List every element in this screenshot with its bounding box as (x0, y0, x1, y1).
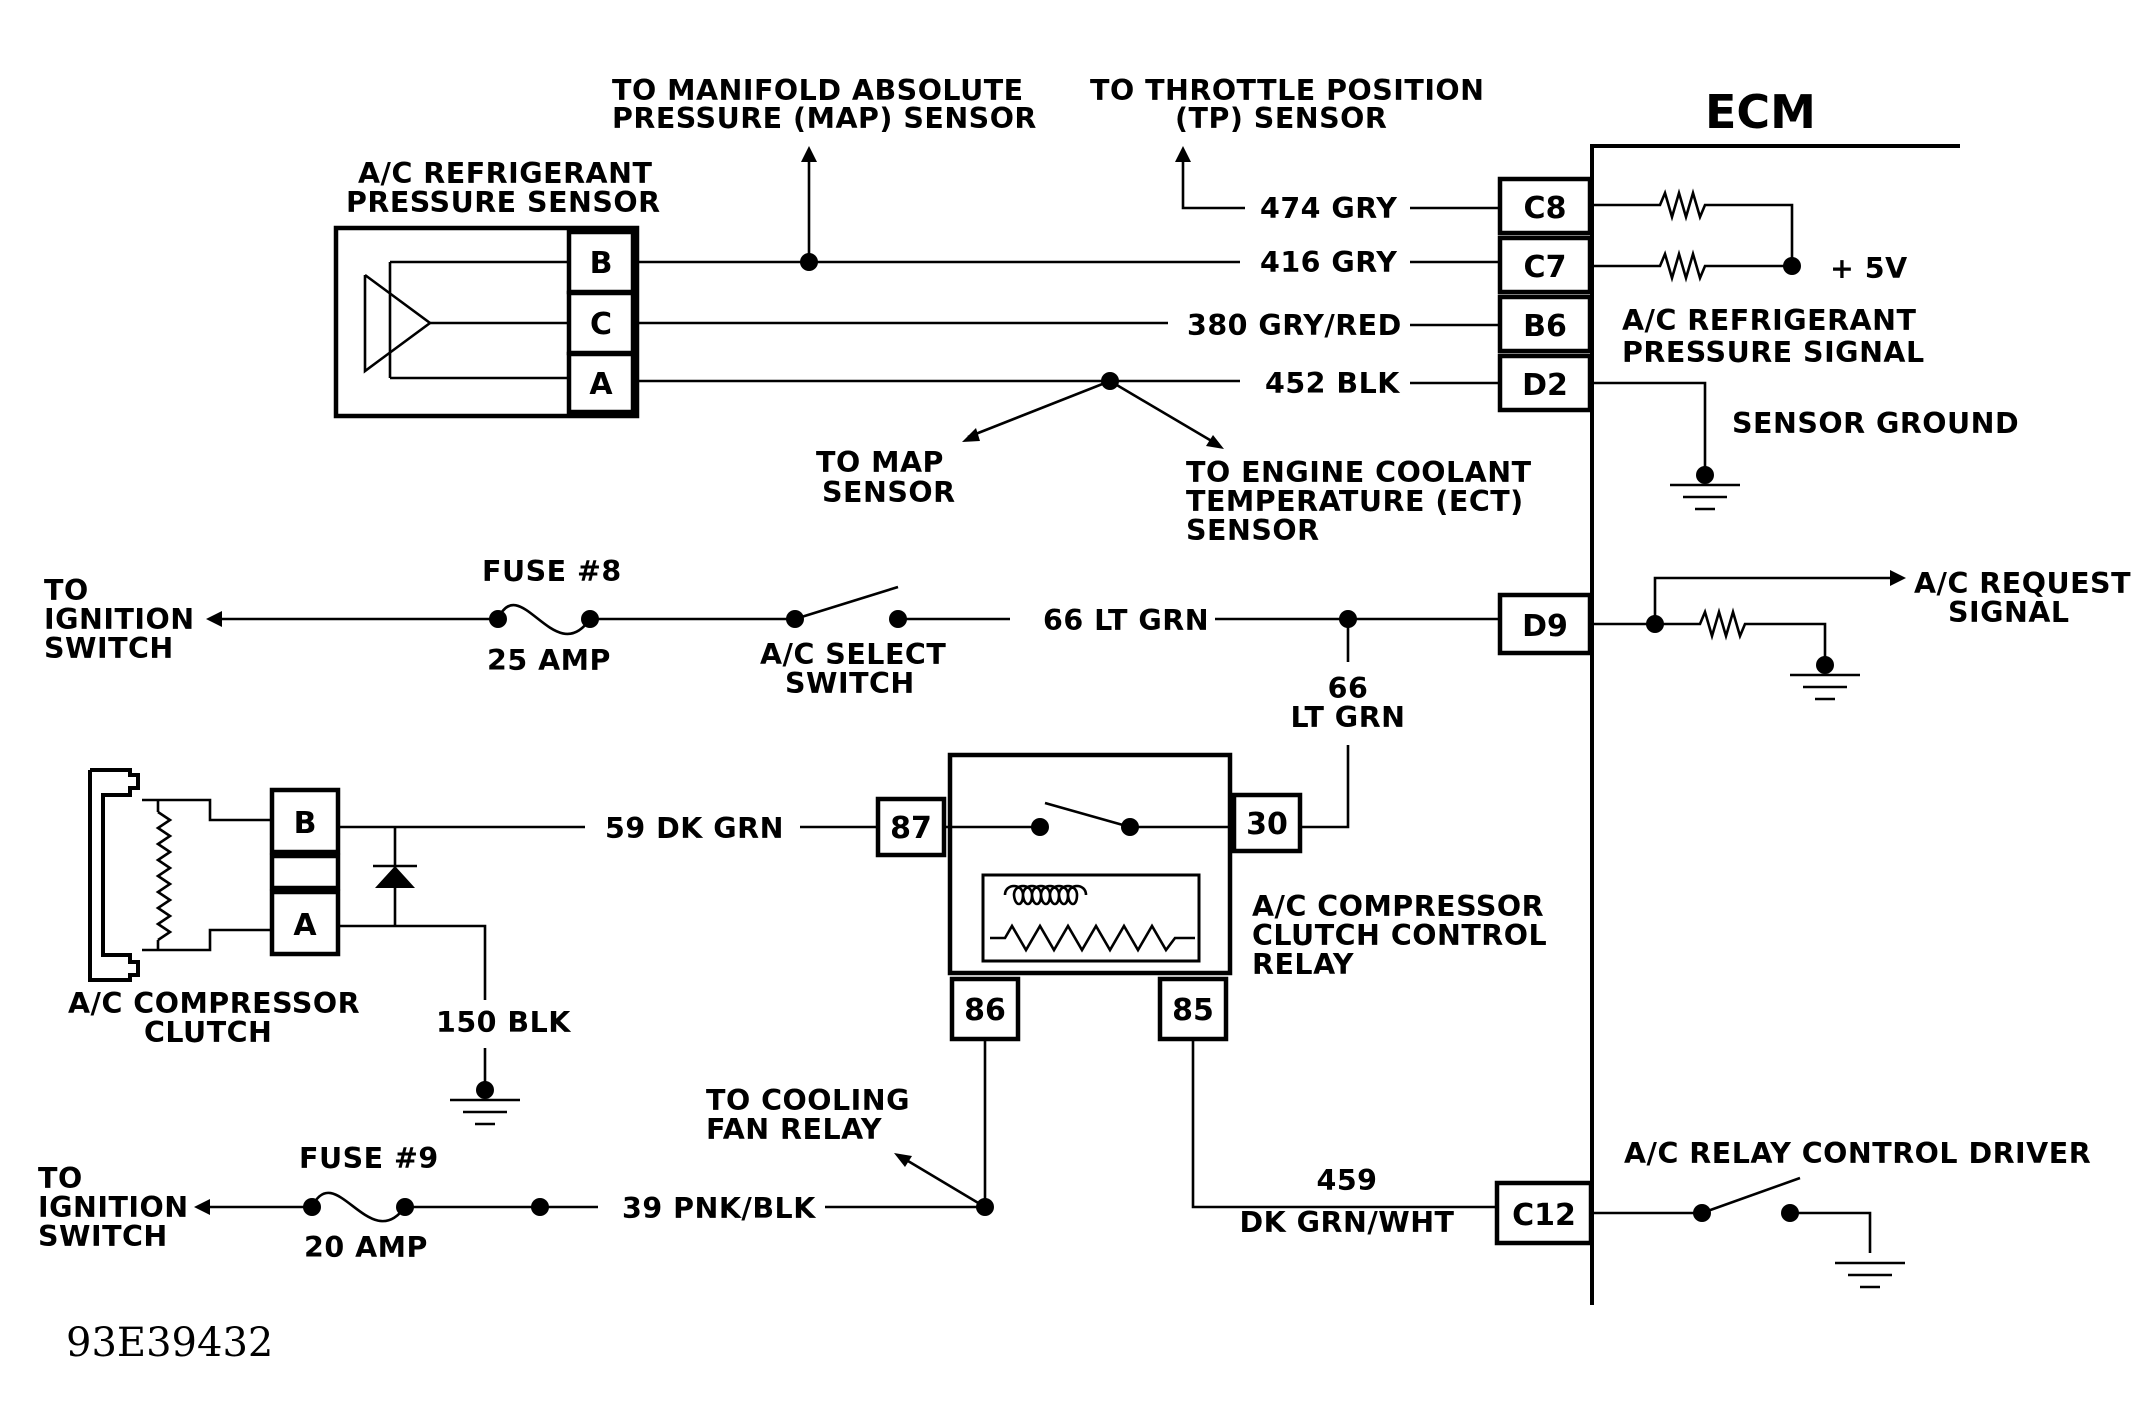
dest-ect: TO ENGINE COOLANT TEMPERATURE (ECT) SENS… (1186, 456, 1532, 547)
svg-text:SENSOR: SENSOR (1186, 514, 1320, 547)
svg-text:SENSOR: SENSOR (822, 476, 956, 509)
ac-request-label: A/C REQUEST (1914, 567, 2131, 600)
svg-text:SWITCH: SWITCH (38, 1220, 168, 1253)
svg-text:PRESSURE SENSOR: PRESSURE SENSOR (346, 186, 661, 219)
sensor-ground-label: SENSOR GROUND (1732, 407, 2019, 440)
svg-text:TO ENGINE COOLANT: TO ENGINE COOLANT (1186, 456, 1532, 489)
svg-text:FUSE #8: FUSE #8 (482, 555, 622, 588)
clutch-control-relay: 87 30 86 85 A/C COMPRESSOR CLUTCH CONTRO… (875, 752, 1547, 1042)
svg-text:25 AMP: 25 AMP (487, 644, 611, 677)
svg-text:A/C COMPRESSOR: A/C COMPRESSOR (68, 987, 360, 1020)
svg-text:CLUTCH: CLUTCH (144, 1016, 272, 1049)
svg-text:66 LT GRN: 66 LT GRN (1043, 604, 1209, 637)
ac-relay-driver: A/C RELAY CONTROL DRIVER (1592, 1137, 2091, 1289)
svg-text:SWITCH: SWITCH (785, 667, 915, 700)
dest-map-abs: TO MANIFOLD ABSOLUTE PRESSURE (MAP) SENS… (612, 74, 1037, 135)
fuse-9: FUSE #9 20 AMP (299, 1142, 598, 1264)
relay-pin-30: 30 (1246, 807, 1288, 842)
sensor-pin-c: C (590, 307, 612, 342)
ignition-feed-2: TO IGNITION SWITCH (38, 1162, 312, 1253)
svg-text:TO: TO (38, 1162, 83, 1195)
svg-text:TEMPERATURE (ECT): TEMPERATURE (ECT) (1186, 485, 1524, 518)
relay-pin-85: 85 (1172, 993, 1214, 1028)
svg-text:IGNITION: IGNITION (44, 603, 195, 636)
svg-text:CLUTCH CONTROL: CLUTCH CONTROL (1252, 919, 1547, 952)
ecm-pin-d9: D9 (1497, 592, 1593, 656)
svg-text:C7: C7 (1524, 250, 1567, 285)
wire-380-gry-red: 380 GRY/RED (633, 309, 1500, 342)
ac-ref-signal-label: A/C REFRIGERANT PRESSURE SIGNAL (1622, 304, 1925, 369)
svg-text:PRESSURE SIGNAL: PRESSURE SIGNAL (1622, 336, 1925, 369)
sensor-pin-a: A (589, 367, 613, 402)
svg-text:416 GRY: 416 GRY (1260, 246, 1397, 279)
svg-text:380 GRY/RED: 380 GRY/RED (1187, 309, 1402, 342)
svg-text:C8: C8 (1524, 191, 1567, 226)
ecm-pin-c8: C8 (1497, 176, 1593, 236)
sensor-pin-b: B (590, 246, 613, 281)
ac-request-circuit: A/C REQUEST SIGNAL (1592, 567, 2131, 701)
wire-459-dk-grn-wht: 459 DK GRN/WHT (1191, 1039, 1497, 1239)
svg-text:TO MANIFOLD ABSOLUTE: TO MANIFOLD ABSOLUTE (612, 74, 1024, 107)
fuse-8: FUSE #8 25 AMP (482, 555, 622, 677)
wire-66-lt-grn: 66 LT GRN 66 LT GRN (1043, 604, 1500, 829)
svg-text:B6: B6 (1523, 309, 1567, 344)
ac-select-switch: A/C SELECT SWITCH (590, 585, 1010, 700)
svg-text:TO: TO (44, 574, 89, 607)
ecm-pin-c7: C7 (1497, 235, 1593, 295)
svg-text:D9: D9 (1522, 609, 1568, 644)
svg-text:D2: D2 (1522, 368, 1568, 403)
svg-text:FUSE #9: FUSE #9 (299, 1142, 439, 1175)
svg-text:A/C COMPRESSOR: A/C COMPRESSOR (1252, 890, 1544, 923)
svg-text:39 PNK/BLK: 39 PNK/BLK (622, 1192, 816, 1225)
svg-text:A/C SELECT: A/C SELECT (760, 638, 946, 671)
wire-150-blk: 150 BLK (338, 924, 571, 1126)
svg-text:(TP) SENSOR: (TP) SENSOR (1175, 102, 1387, 135)
ecm-title: ECM (1705, 85, 1816, 139)
ecm-pin-b6: B6 (1497, 294, 1593, 354)
ignition-feed-1: TO IGNITION SWITCH (44, 574, 498, 665)
svg-text:DK GRN/WHT: DK GRN/WHT (1240, 1206, 1455, 1239)
ac-relay-driver-label: A/C RELAY CONTROL DRIVER (1624, 1137, 2091, 1170)
figure-code: 93E39432 (66, 1320, 273, 1366)
dest-tp: TO THROTTLE POSITION (TP) SENSOR (1090, 74, 1485, 135)
clutch-pin-a: A (293, 908, 317, 943)
svg-text:150 BLK: 150 BLK (436, 1006, 571, 1039)
svg-text:474 GRY: 474 GRY (1260, 192, 1397, 225)
wire-39-pnk-blk: 39 PNK/BLK TO COOLING FAN RELAY (622, 1039, 994, 1225)
svg-text:TO COOLING: TO COOLING (706, 1084, 910, 1117)
plus-5v-label: + 5V (1830, 252, 1908, 285)
dest-map-sensor: TO MAP SENSOR (816, 446, 956, 509)
svg-text:C12: C12 (1512, 1198, 1576, 1233)
relay-pin-87: 87 (890, 811, 932, 846)
clutch-pin-b: B (294, 806, 317, 841)
svg-text:IGNITION: IGNITION (38, 1191, 189, 1224)
svg-text:A/C REFRIGERANT: A/C REFRIGERANT (358, 157, 652, 190)
svg-text:452 BLK: 452 BLK (1265, 367, 1400, 400)
svg-text:20 AMP: 20 AMP (304, 1231, 428, 1264)
svg-text:LT GRN: LT GRN (1291, 701, 1406, 734)
wire-59-dk-grn: 59 DK GRN (338, 812, 878, 926)
wire-416-gry: 416 GRY (633, 146, 1500, 279)
svg-text:459: 459 (1317, 1164, 1378, 1197)
svg-text:59 DK GRN: 59 DK GRN (605, 812, 784, 845)
svg-text:SWITCH: SWITCH (44, 632, 174, 665)
svg-text:FAN RELAY: FAN RELAY (706, 1113, 882, 1146)
wire-474-gry: 474 GRY (1175, 146, 1500, 225)
ac-pressure-sensor: A/C REFRIGERANT PRESSURE SENSOR B C A (333, 157, 661, 419)
svg-text:TO MAP: TO MAP (816, 446, 944, 479)
sensor-ground: SENSOR GROUND (1592, 381, 2019, 511)
svg-text:TO THROTTLE POSITION: TO THROTTLE POSITION (1090, 74, 1485, 107)
svg-text:SIGNAL: SIGNAL (1948, 596, 2070, 629)
ecm-5v-resistors: + 5V (1592, 188, 1908, 285)
wire-452-blk: 452 BLK (633, 367, 1500, 449)
svg-text:66: 66 (1328, 672, 1369, 705)
svg-text:PRESSURE (MAP) SENSOR: PRESSURE (MAP) SENSOR (612, 102, 1037, 135)
relay-pin-86: 86 (964, 993, 1006, 1028)
svg-text:RELAY: RELAY (1252, 948, 1354, 981)
svg-text:A/C REFRIGERANT: A/C REFRIGERANT (1622, 304, 1916, 337)
ac-compressor-clutch: B A A/C COMPRESSOR CLUTCH (68, 768, 360, 1049)
ecm-pin-c12: C12 (1494, 1180, 1594, 1246)
ecm-pin-d2: D2 (1497, 353, 1593, 413)
